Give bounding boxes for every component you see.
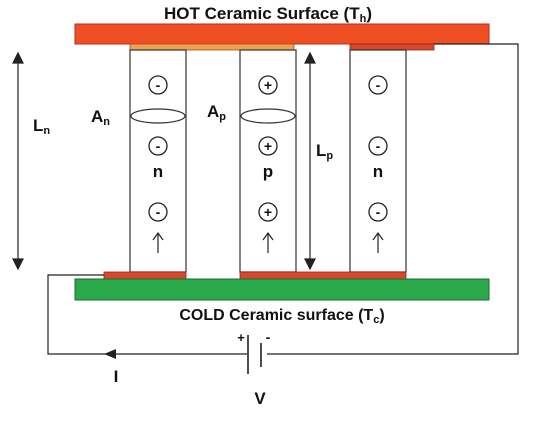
bottom-contact-left bbox=[103, 271, 187, 280]
bottom-contact-right bbox=[239, 271, 407, 280]
carrier-symbol: + bbox=[264, 77, 272, 93]
ln-label: Ln bbox=[33, 116, 50, 137]
leg-2-carriers: + + + bbox=[258, 75, 278, 222]
hot-ceramic-plate bbox=[74, 23, 490, 45]
carrier-symbol: + bbox=[264, 204, 272, 220]
up-arrow-head-icon bbox=[152, 231, 164, 241]
hot-surface-title: HOT Ceramic Surface (Th) bbox=[164, 4, 372, 25]
up-arrow-head-icon bbox=[372, 231, 384, 241]
leg-1-carriers: - - - bbox=[148, 75, 168, 222]
cold-surface-title: COLD Ceramic surface (Tc) bbox=[179, 307, 384, 326]
cross-section-ap bbox=[240, 108, 296, 124]
current-arrow-icon bbox=[104, 349, 116, 359]
battery-plus-label: + bbox=[237, 330, 245, 345]
leg-2-type-label: p bbox=[263, 162, 273, 181]
carrier-symbol: - bbox=[156, 138, 161, 154]
carrier-symbol: - bbox=[376, 77, 381, 93]
carrier-symbol: + bbox=[264, 138, 272, 154]
leg-3-carriers: - - - bbox=[368, 75, 388, 222]
voltage-label: V bbox=[254, 389, 266, 408]
top-contact-left bbox=[129, 43, 295, 51]
carrier-symbol: - bbox=[376, 204, 381, 220]
carrier-circle bbox=[148, 202, 168, 222]
cross-section-an bbox=[130, 108, 186, 124]
current-label: I bbox=[114, 367, 119, 386]
lp-dimension-arrow bbox=[304, 51, 316, 271]
carrier-symbol: - bbox=[376, 138, 381, 154]
ln-dimension-arrow bbox=[12, 51, 24, 271]
lp-label: Lp bbox=[316, 141, 333, 162]
an-label: An bbox=[91, 107, 110, 128]
carrier-circle bbox=[258, 202, 278, 222]
carrier-circle bbox=[148, 75, 168, 95]
cold-ceramic-plate bbox=[74, 278, 490, 301]
top-contact-right bbox=[349, 43, 435, 51]
carrier-symbol: - bbox=[156, 77, 161, 93]
leg-1-type-label: n bbox=[153, 162, 163, 181]
battery-minus-label: - bbox=[266, 329, 271, 345]
carrier-circle bbox=[258, 75, 278, 95]
ap-label: Ap bbox=[207, 102, 226, 123]
leg-3-type-label: n bbox=[373, 162, 383, 181]
carrier-circle bbox=[258, 136, 278, 156]
carrier-circle bbox=[368, 202, 388, 222]
up-arrow-head-icon bbox=[262, 231, 274, 241]
circuit-wire bbox=[47, 43, 519, 374]
carrier-arrows bbox=[152, 231, 384, 253]
carrier-circle bbox=[148, 136, 168, 156]
carrier-circle bbox=[368, 75, 388, 95]
carrier-symbol: - bbox=[156, 204, 161, 220]
carrier-circle bbox=[368, 136, 388, 156]
